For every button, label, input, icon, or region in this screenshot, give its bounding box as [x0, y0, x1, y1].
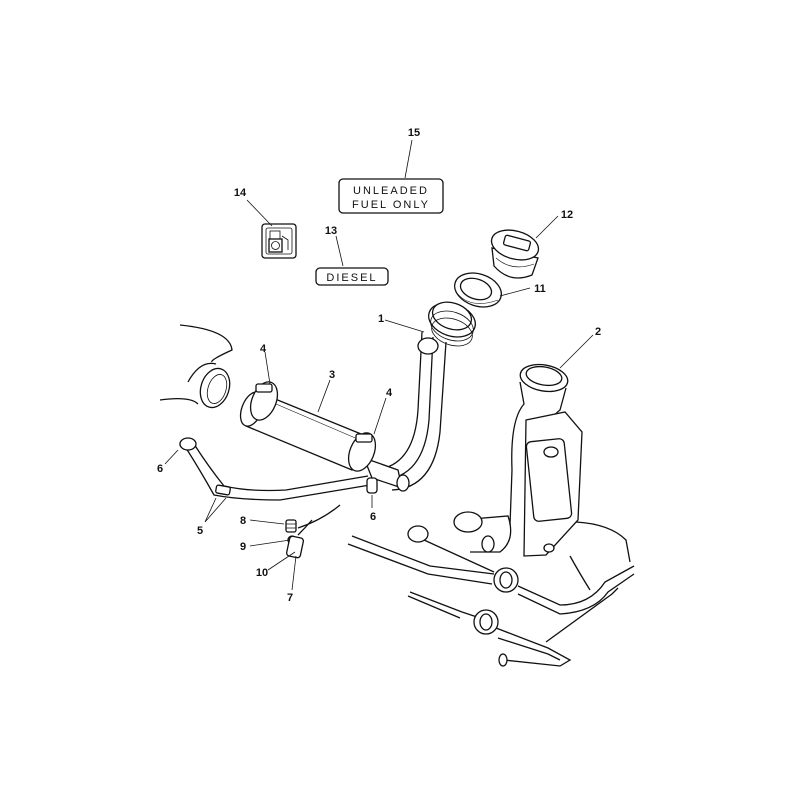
mounting-bracket	[285, 519, 313, 559]
fuel-pump-symbol-decal	[261, 223, 297, 259]
fuel-cap	[490, 229, 540, 279]
fuel-tank-outline	[159, 324, 233, 409]
unleaded-fuel-decal: UNLEADED FUEL ONLY	[338, 178, 444, 214]
callout-9: 9	[240, 541, 246, 553]
diesel-decal: DIESEL	[315, 267, 389, 286]
callout-1: 1	[378, 313, 384, 325]
callout-5: 5	[197, 525, 203, 537]
decal-unleaded-line1: UNLEADED	[353, 185, 429, 197]
tank-outline-bottom-right	[569, 521, 631, 591]
decal-diesel: DIESEL	[326, 272, 377, 284]
callout-15: 15	[408, 127, 420, 139]
hose-clamp-right	[347, 432, 377, 472]
decal-unleaded-line2: FUEL ONLY	[352, 199, 430, 211]
callout-3: 3	[329, 369, 335, 381]
callout-7: 7	[287, 592, 293, 604]
vent-tube-lower	[407, 587, 619, 667]
hose-clip-left	[179, 437, 197, 451]
callout-11: 11	[534, 283, 546, 295]
callout-numbers: 15 14 13 12 11 1 2 3 4 4 6 6 5 8 9 10 7	[157, 127, 601, 604]
leader-lines	[164, 139, 594, 591]
filler-neck-diesel	[453, 363, 583, 557]
callout-2: 2	[595, 326, 601, 338]
vent-tube-upper	[347, 525, 635, 615]
hose-clip-right	[366, 477, 378, 494]
callout-10: 10	[256, 567, 268, 579]
callout-4-right: 4	[386, 387, 393, 399]
hose-clamp-left	[249, 381, 279, 421]
callout-14: 14	[234, 187, 247, 199]
filler-neck-pipe	[362, 301, 477, 492]
callout-4-left: 4	[260, 343, 267, 355]
seal-ring	[453, 272, 503, 308]
callout-6-left: 6	[157, 463, 163, 475]
callout-13: 13	[325, 225, 337, 237]
callout-8: 8	[240, 515, 246, 527]
callout-6-right: 6	[370, 511, 376, 523]
callout-12: 12	[561, 209, 573, 221]
